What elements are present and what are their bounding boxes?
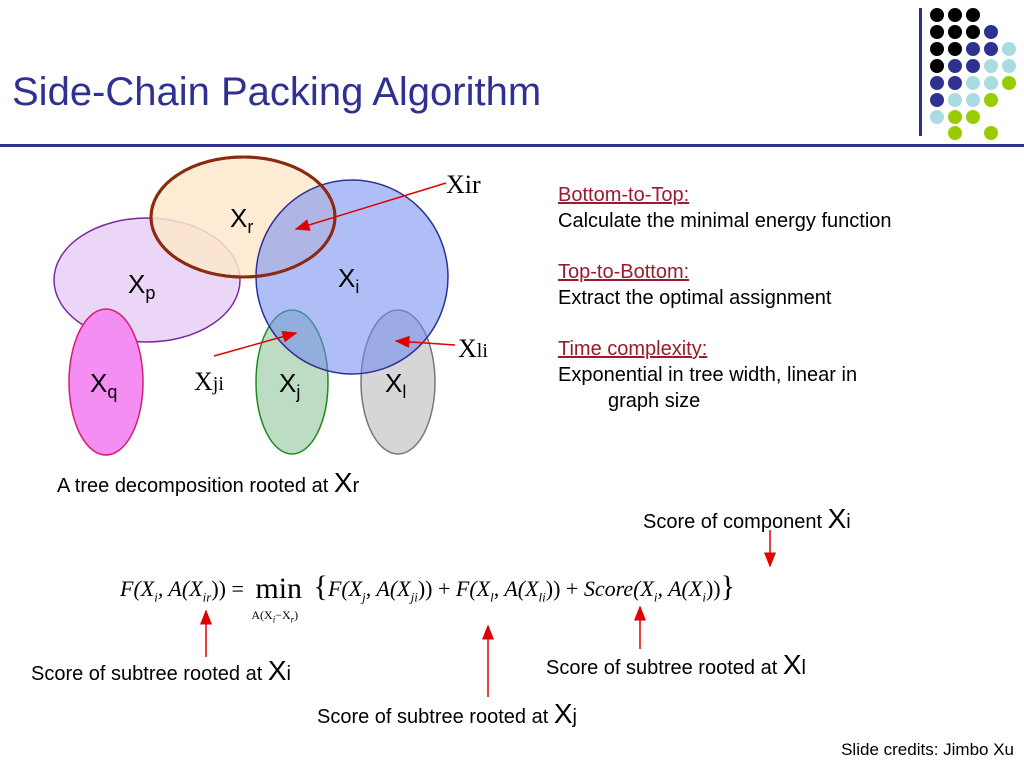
decor-dot [948,110,962,124]
arrow-xli [394,335,456,348]
info-heading: Bottom-to-Top: [558,184,690,206]
decor-dot [984,93,998,107]
info-top-to-bottom: Top-to-Bottom: Extract the optimal assig… [558,259,831,311]
decor-dot [948,93,962,107]
decor-dot [948,25,962,39]
diagram-caption: A tree decomposition rooted at Xr [57,467,360,498]
recurrence-formula: F(Xi, A(Xir)) = min A(Xi−Xr) {F(Xj, A(Xj… [120,570,735,625]
info-body: Calculate the minimal energy function [558,210,892,232]
slide-credits: Slide credits: Jimbo Xu [841,740,1014,759]
label-xq: Xq [90,368,117,402]
decor-dot [984,25,998,39]
decor-dot [1002,42,1016,56]
info-time-complexity: Time complexity: Exponential in tree wid… [558,336,857,414]
info-heading: Time complexity: [558,338,708,360]
slide-title: Side-Chain Packing Algorithm [12,70,542,114]
info-body: Extract the optimal assignment [558,287,832,309]
decor-dot [984,126,998,140]
decor-dot [948,126,962,140]
node-xq [68,308,144,456]
decor-dot [948,8,962,22]
annotation-subtree-j: Score of subtree rooted at Xj [317,698,577,729]
label-xji: Xji [194,367,224,396]
label-xir: Xir [446,170,481,199]
decor-divider [919,8,922,136]
info-body-cont: graph size [608,390,701,412]
decor-dot [966,76,980,90]
decor-dot [930,93,944,107]
decor-dot [966,110,980,124]
arrow-xir [294,182,447,231]
info-bottom-to-top: Bottom-to-Top: Calculate the minimal ene… [558,182,892,234]
decor-dot [966,59,980,73]
decor-dot [948,59,962,73]
annotation-subtree-l: Score of subtree rooted at Xl [546,649,806,680]
annotation-subtree-i: Score of subtree rooted at Xi [31,655,291,686]
decor-dot [930,25,944,39]
decor-dot [966,8,980,22]
label-xr: Xr [230,203,253,237]
label-xp: Xp [128,269,155,303]
title-underline [0,144,1024,147]
decor-dot [966,93,980,107]
decor-dot [948,42,962,56]
info-body: Exponential in tree width, linear in [558,364,858,386]
decor-dot [930,59,944,73]
label-xj: Xj [279,368,300,402]
decor-dot [1002,59,1016,73]
label-xi: Xi [338,263,359,297]
label-xli: Xli [458,334,488,363]
decor-dot [930,8,944,22]
decor-dot [1002,76,1016,90]
decor-dot [966,25,980,39]
arrow-xji [213,330,298,357]
decor-dot [948,76,962,90]
decor-dot [930,110,944,124]
decor-dot [984,76,998,90]
label-xl: Xl [385,368,406,402]
decor-dot [984,59,998,73]
info-heading: Top-to-Bottom: [558,261,690,283]
decor-dot [930,42,944,56]
decor-dot [966,42,980,56]
decor-dot [930,76,944,90]
decor-dot [984,42,998,56]
annotation-score-component: Score of component Xi [643,503,851,534]
